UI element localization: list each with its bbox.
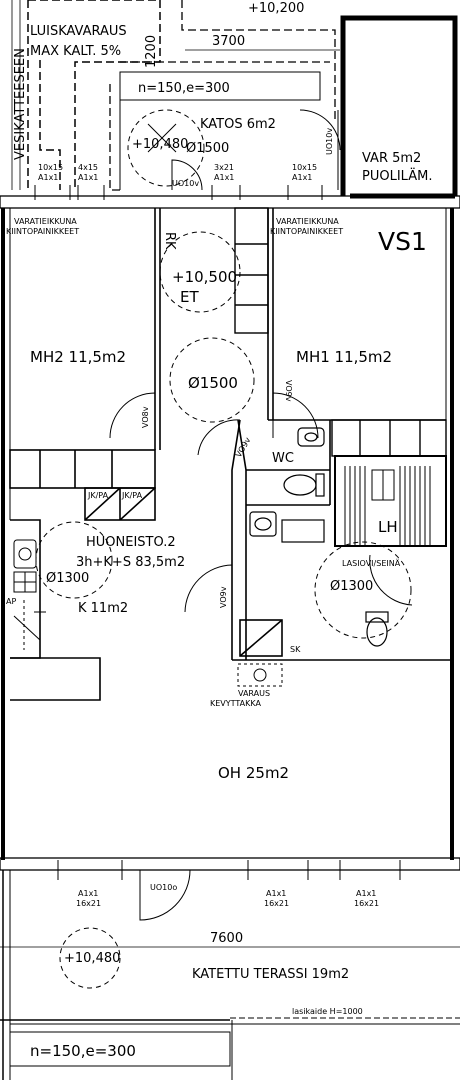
door-arc-uo10o (139, 869, 191, 921)
label-jk-pa-2: JK/PA (121, 491, 143, 500)
sauna-benches (334, 455, 447, 547)
door-arc-vo9v-hall (184, 564, 233, 613)
label-jk-pa-1: JK/PA (87, 491, 109, 500)
fireplace-reservation (237, 663, 283, 687)
label-mh1: MH1 11,5m2 (296, 348, 392, 366)
label-w2-type: A1x1 (78, 173, 98, 182)
label-dia-k: Ø1300 (46, 571, 89, 586)
label-elev-terassi: +10,480 (64, 951, 120, 966)
label-varatie-left-2: KIINTOPAINIKKEET (6, 227, 79, 236)
label-w1-type: A1x1 (38, 173, 58, 182)
kitchen-appliances (13, 539, 46, 650)
stairs-bottom (9, 1031, 231, 1067)
label-et: ET (180, 288, 199, 306)
label-luiskavaraus: LUISKAVARAUS (30, 24, 127, 39)
label-t2-type: A1x1 (266, 889, 286, 898)
label-t2-size: 16x21 (264, 899, 289, 908)
label-dim-7600: 7600 (210, 931, 243, 946)
door-arc-vo9v-mh1 (272, 392, 319, 439)
label-terassi: KATETTU TERASSI 19m2 (192, 967, 349, 982)
label-k: K 11m2 (78, 601, 128, 616)
label-door-uo10v-right: UO10v (325, 128, 334, 155)
exterior-walls (0, 195, 460, 871)
label-w2-size: 4x15 (78, 163, 98, 172)
label-varatie-right-1: VARATIEIKKUNA (276, 217, 339, 226)
label-stairs-top: n=150,e=300 (138, 81, 230, 96)
label-door-vo9v-mh1: VO9v (284, 380, 293, 402)
label-t1-size: 16x21 (76, 899, 101, 908)
bath-sink-icon (249, 511, 277, 537)
label-w4-size: 10x15 (292, 163, 317, 172)
label-sk: SK (290, 645, 301, 654)
terrace-window-ticks (57, 860, 401, 880)
label-lh: LH (378, 518, 398, 536)
hall-turning-circle (169, 337, 255, 423)
label-dim-3700: 3700 (212, 34, 245, 49)
label-elev-top: +10,200 (248, 1, 304, 16)
terrace-turning-circle (59, 927, 121, 989)
terrace-area (0, 870, 460, 1080)
label-vesikatteesen: VESIKATTEESEEN (13, 48, 28, 160)
kitchen-sink-icon (13, 539, 37, 569)
label-wc: WC (272, 451, 294, 466)
label-t3-type: A1x1 (356, 889, 376, 898)
label-rk: RK (162, 232, 177, 250)
label-dia-katos: Ø1500 (186, 141, 229, 156)
katos-turning-circle (127, 109, 205, 187)
label-max-kalt: MAX KALT. 5% (30, 44, 121, 59)
washer-icon (281, 519, 325, 543)
label-varaus-2: KEVYTTAKKA (210, 699, 261, 708)
et-turning-circle (159, 231, 241, 313)
label-w1-size: 10x15 (38, 163, 63, 172)
wc-fixtures (249, 427, 389, 647)
label-oh: OH 25m2 (218, 764, 289, 782)
label-dim-1200: 1200 (144, 35, 159, 68)
label-ap: AP (6, 597, 16, 606)
label-door-vo8v: VO8v (141, 406, 150, 428)
label-mh2: MH2 11,5m2 (30, 348, 126, 366)
label-w3-type: A1x1 (214, 173, 234, 182)
door-arc-uo10v-right (299, 109, 341, 151)
label-varaus-1: VARAUS (238, 689, 270, 698)
label-varatie-right-2: KIINTOPAINIKKEET (270, 227, 343, 236)
label-dia-bath: Ø1300 (330, 579, 373, 594)
label-door-uo10o: UO10o (150, 883, 177, 892)
label-door-uo10v-top: UO10v (172, 179, 199, 188)
bath-turning-circle (314, 541, 412, 639)
label-w3-size: 3x21 (214, 163, 234, 172)
wc-sink-icon (297, 427, 325, 447)
stairs-top (119, 71, 321, 101)
label-stairs-bottom: n=150,e=300 (30, 1042, 136, 1060)
wc-toilet-icon (315, 473, 325, 497)
bath-toilet-icon (365, 611, 389, 623)
door-swings (35, 231, 413, 921)
label-varatie-left-1: VARATIEIKKUNA (14, 217, 77, 226)
label-lasikaide: lasikaide H=1000 (292, 1007, 363, 1016)
label-t3-size: 16x21 (354, 899, 379, 908)
label-huoneisto: HUONEISTO.2 (86, 535, 176, 550)
label-var-1: VAR 5m2 (362, 151, 421, 166)
label-door-vo9v-hall: VO9v (219, 586, 228, 608)
door-arc-vo9v-wc (197, 419, 241, 456)
label-elev-et: +10,500 (172, 268, 237, 286)
label-katos: KATOS 6m2 (200, 117, 276, 132)
label-t1-type: A1x1 (78, 889, 98, 898)
roof-edge-dashed (109, 0, 336, 191)
top-window-ticks (34, 185, 323, 200)
door-arc-uo10v-top (171, 159, 203, 191)
label-vs1: VS1 (378, 227, 427, 256)
door-arc-lasiovi (369, 554, 413, 606)
label-huoneisto-size: 3h+K+S 83,5m2 (76, 555, 185, 570)
label-var-2: PUOLILÄM. (362, 168, 432, 184)
label-dia-hall: Ø1500 (188, 374, 238, 392)
label-elev-katos: +10,480 (132, 137, 188, 152)
label-w4-type: A1x1 (292, 173, 312, 182)
door-arc-vo8v (109, 392, 156, 439)
label-lasiovi: LASIOVI/SEINÄ (342, 558, 401, 568)
